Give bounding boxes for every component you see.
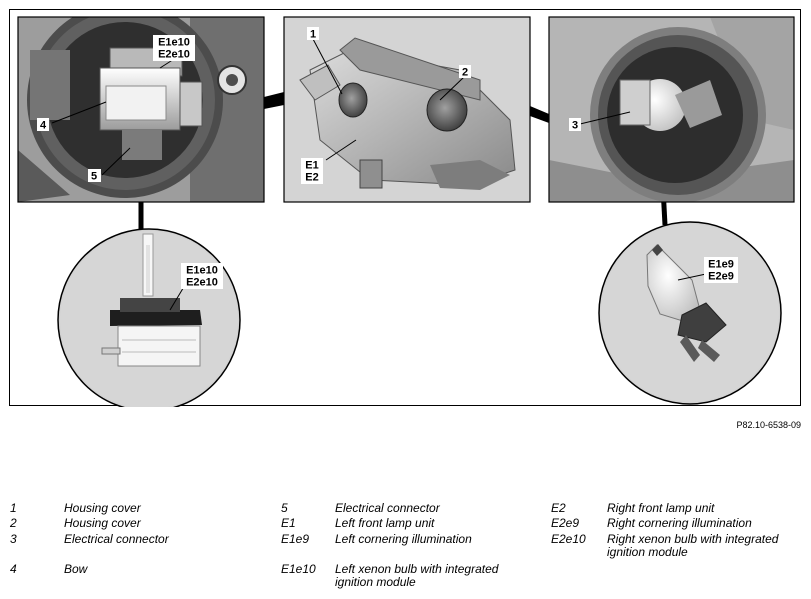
callout-4-label: 4 [40, 120, 47, 132]
legend-text: Housing cover [64, 501, 141, 515]
diagram-svg: 1 2 3 4 5 E1 E2 E1e10 E2e10 E1e10 E2e10 [17, 16, 795, 412]
callout-xenon-top: E1e10 E2e10 [153, 35, 195, 69]
legend-key: E2 [551, 501, 566, 515]
figure-reference-number: P82.10-6538-09 [736, 420, 801, 430]
legend-key: E1e9 [281, 532, 310, 546]
legend-key: 1 [10, 501, 17, 515]
callout-e1-label: E1 [305, 160, 318, 172]
legend: 1 Housing cover 2 Housing cover 3 Electr… [0, 500, 811, 599]
diagram-figure: 1 2 3 4 5 E1 E2 E1e10 E2e10 E1e10 E2e10 [9, 9, 801, 412]
photo-middle-lamp-unit [284, 17, 530, 202]
legend-key: E2e10 [551, 532, 586, 546]
legend-text: Bow [64, 562, 88, 576]
legend-text: Housing cover [64, 516, 141, 530]
legend-text: Left front lamp unit [335, 516, 435, 530]
legend-text: Right xenon bulb with integrated [607, 532, 779, 546]
legend-key: 5 [281, 501, 288, 515]
callout-cornering-e1e9: E1e9 [708, 259, 734, 271]
callout-4: 4 [37, 101, 107, 132]
callout-3-label: 3 [572, 120, 578, 132]
callout-xenon-top-e1e10: E1e10 [158, 37, 190, 49]
photo-right-housing-opening [549, 17, 794, 202]
xenon-bulb-image [60, 231, 238, 409]
callout-e2-label: E2 [305, 172, 318, 184]
legend-key: 2 [10, 516, 17, 530]
legend-text: Right cornering illumination [607, 516, 752, 530]
photo-left-housing-opening [18, 17, 264, 202]
callout-3: 3 [569, 111, 631, 132]
photo-frame-right [548, 16, 795, 203]
callout-cornering-e2e9: E2e9 [708, 271, 734, 283]
photo-frame-middle [283, 16, 531, 203]
callout-1: 1 [307, 27, 343, 95]
halogen-bulb-image [601, 224, 779, 402]
callout-2-label: 2 [462, 67, 468, 79]
legend-text-continued: ignition module [335, 575, 416, 589]
callout-xenon-detail-e2e10: E2e10 [186, 277, 218, 289]
connector-band-left [264, 92, 284, 109]
legend-text: Electrical connector [335, 501, 440, 515]
legend-text: Electrical connector [64, 532, 169, 546]
callout-e1-e2: E1 E2 [301, 139, 357, 184]
legend-text-continued: ignition module [607, 545, 688, 559]
legend-key: E1e10 [281, 562, 316, 576]
callout-cornering: E1e9 E2e9 [677, 257, 738, 283]
callout-1-label: 1 [310, 29, 316, 41]
callout-xenon-detail: E1e10 E2e10 [169, 263, 223, 311]
callout-xenon-top-e2e10: E2e10 [158, 49, 190, 61]
photo-frame-left [17, 16, 265, 203]
callout-2: 2 [439, 65, 471, 101]
connector-band-right [530, 106, 549, 123]
legend-key: 3 [10, 532, 17, 546]
legend-key: E2e9 [551, 516, 580, 530]
callout-5-label: 5 [91, 171, 97, 183]
legend-key: 4 [10, 562, 17, 576]
legend-text: Left cornering illumination [335, 532, 472, 546]
legend-text: Left xenon bulb with integrated [335, 562, 499, 576]
callout-5: 5 [88, 147, 131, 183]
callout-xenon-detail-e1e10: E1e10 [186, 265, 218, 277]
legend-key: E1 [281, 516, 296, 530]
legend-text: Right front lamp unit [607, 501, 715, 515]
